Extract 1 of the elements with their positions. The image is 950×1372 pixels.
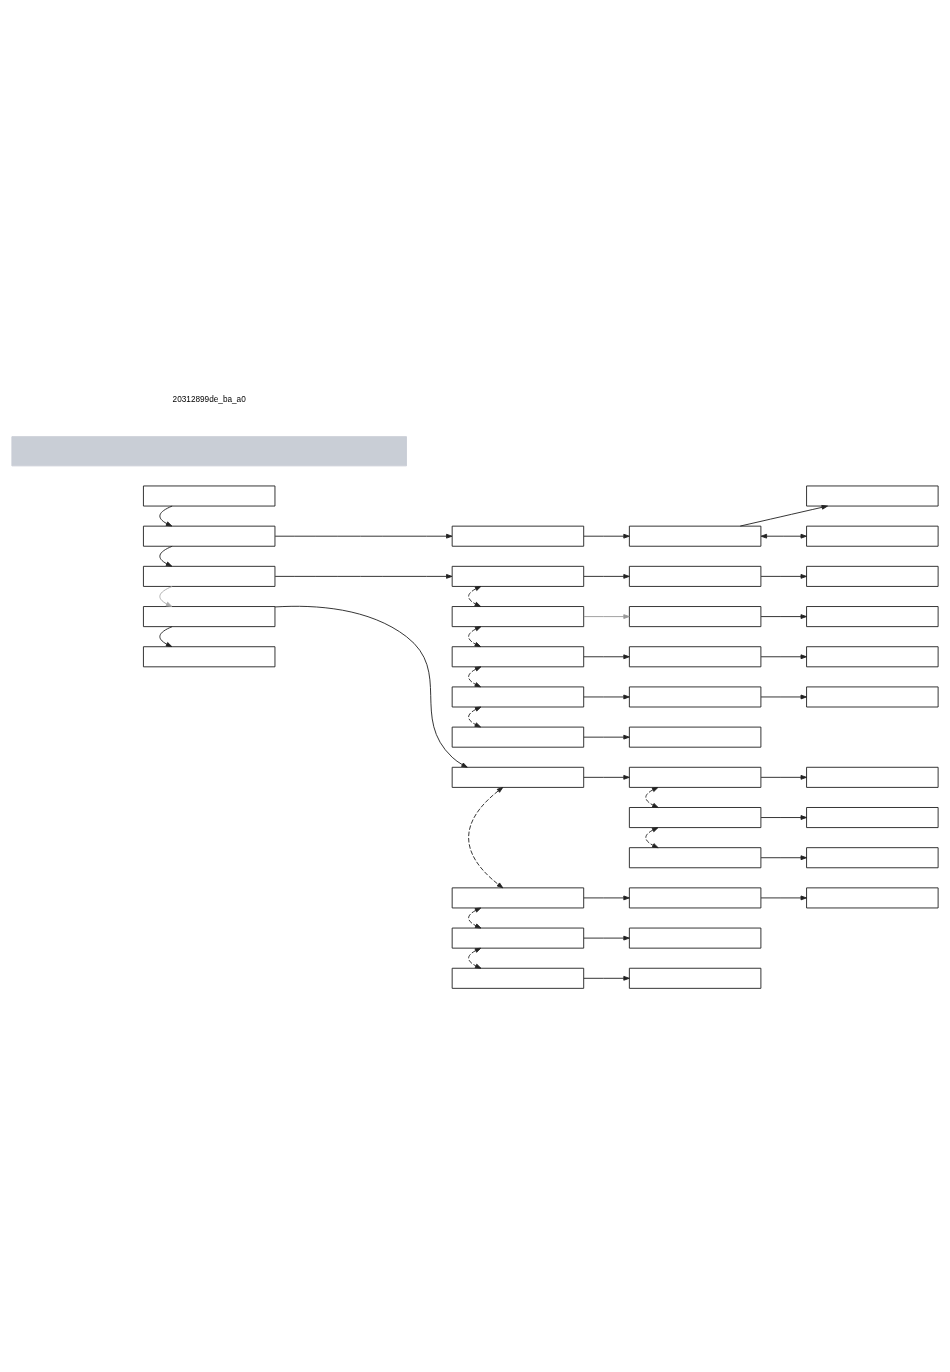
label: 20312899de_ba_a0 xyxy=(172,395,246,405)
